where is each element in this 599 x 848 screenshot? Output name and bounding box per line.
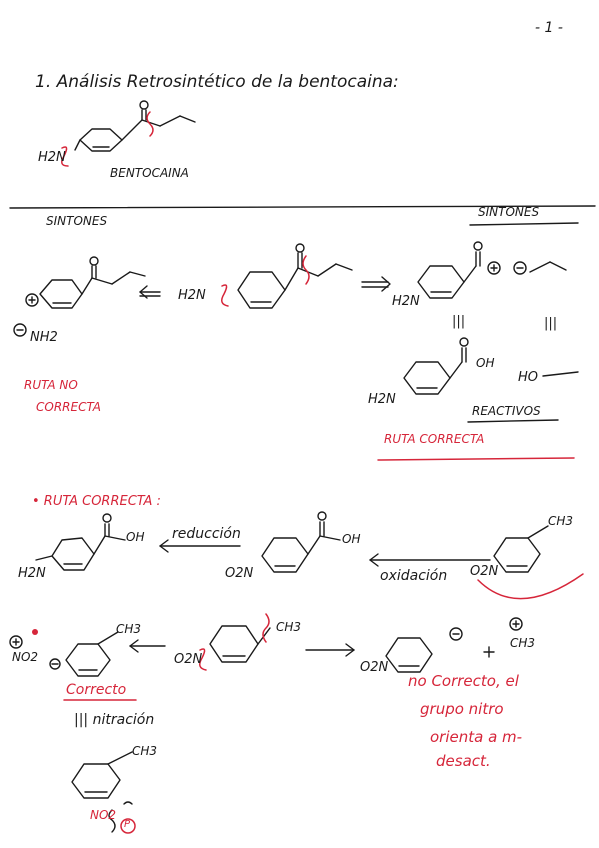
- benzene-ring-nitrotoluene: [493, 537, 541, 573]
- nh2-anion: NH2: [30, 330, 58, 345]
- plus-charge-icon: [25, 293, 39, 307]
- wavy-bond: [108, 809, 116, 833]
- ruta-no-correcta-2: CORRECTA: [36, 400, 101, 414]
- red-arc-mark: [477, 573, 584, 600]
- equiv-a: |||: [452, 314, 466, 329]
- benzene-ring-anion: [385, 637, 433, 673]
- disconnection-mark: [262, 613, 270, 643]
- nitro-nitrotoluene-2: O2N: [174, 652, 203, 667]
- underline: [469, 222, 579, 226]
- benzene-ring-toluene: [71, 763, 121, 799]
- disconnection-mark: [302, 255, 310, 285]
- no-correcto-4: desact.: [436, 752, 491, 770]
- minus-charge-icon: [13, 323, 27, 337]
- ruta-correcta-label: RUTA CORRECTA: [384, 432, 485, 446]
- amine-top: H2N: [38, 150, 66, 165]
- plus-charge-icon: [9, 635, 23, 649]
- no-correcto-2: grupo nitro: [420, 700, 504, 718]
- disconnection-mark: [221, 284, 229, 307]
- disconnection-mark: [199, 648, 207, 671]
- benzene-ring-synthon-left: [39, 279, 83, 309]
- page-number: - 1 -: [535, 20, 563, 36]
- minus-charge-icon: [449, 627, 463, 641]
- ch3-nitrotoluene: CH3: [548, 514, 574, 528]
- nitro-anion: O2N: [360, 660, 389, 675]
- no-correcto-1: no Correcto, el: [408, 672, 519, 690]
- nitro-nitrotoluene: O2N: [470, 564, 499, 579]
- minus-charge-icon: [513, 261, 527, 275]
- benzene-ring-acid: [403, 361, 451, 395]
- acid-oh: OH: [476, 356, 495, 370]
- amine-right: H2N: [392, 294, 420, 309]
- plus-charge-icon: [509, 617, 523, 631]
- nitro-benzoic: O2N: [225, 566, 254, 581]
- sintones-left-label: SINTONES: [46, 214, 108, 228]
- ch3-nitrotoluene-2: CH3: [276, 620, 302, 634]
- ch3-toluene: CH3: [132, 744, 158, 758]
- ch3-synthon: CH3: [116, 622, 142, 636]
- divider-line: [9, 205, 596, 209]
- disconnection-mark: [146, 111, 154, 137]
- page-heading: 1. Análisis Retrosintético de la bentoca…: [35, 72, 399, 92]
- disconnection-mark: [61, 146, 69, 167]
- acid-oh-product: OH: [126, 530, 145, 544]
- minus-charge-icon: [49, 658, 61, 670]
- benzene-ring-synthon-right: [417, 265, 465, 299]
- ch3-cation: CH3: [510, 636, 536, 650]
- underline-red: [377, 457, 575, 461]
- ruta-correcta-heading: • RUTA CORRECTA :: [32, 494, 161, 509]
- benzene-ring-toluene-synthon: [65, 643, 111, 677]
- ho-ethyl: HO: [518, 370, 539, 385]
- oxidacion-label: oxidación: [380, 568, 448, 584]
- acid-oh-nitro: OH: [342, 532, 361, 546]
- plus-charge-icon: [487, 261, 501, 275]
- reactivos-label: REACTIVOS: [472, 404, 541, 418]
- nitracion-label: ||| nitración: [74, 712, 155, 728]
- reduccion-label: reducción: [172, 526, 241, 542]
- charge-circle-red: [120, 818, 136, 834]
- benzene-ring-nitrobenzoic: [261, 537, 309, 573]
- equiv-b: |||: [544, 316, 558, 331]
- no-correcto-3: orienta a m-: [430, 728, 523, 746]
- benzene-ring-product: [51, 537, 95, 571]
- bottom-reagent: NO2: [90, 808, 117, 822]
- sintones-right-label: SINTONES: [478, 205, 540, 219]
- bentocaina-label: BENTOCAINA: [110, 166, 189, 180]
- no2-cation: NO2: [12, 650, 39, 664]
- amine-middle: H2N: [178, 288, 206, 303]
- amine-product: H2N: [18, 566, 46, 581]
- correcto-label: Correcto: [66, 682, 127, 698]
- underline: [467, 419, 559, 423]
- ruta-no-correcta-1: RUTA NO: [24, 378, 78, 392]
- bottom-p: P: [124, 819, 131, 830]
- amine-acid: H2N: [368, 392, 396, 407]
